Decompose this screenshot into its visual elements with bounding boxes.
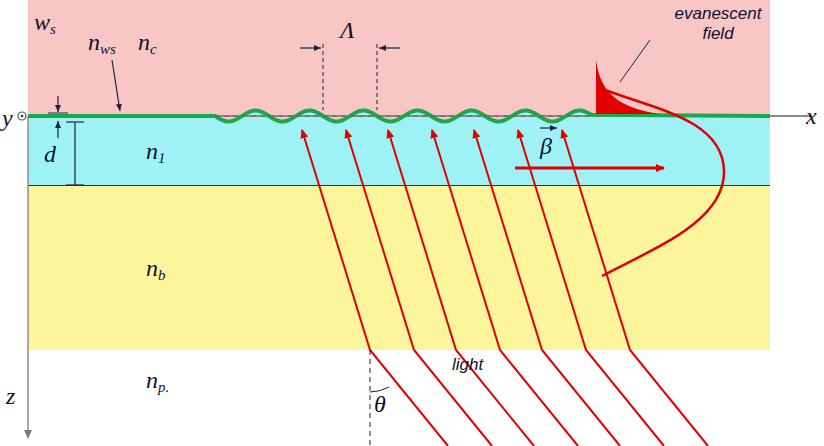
period-label: Λ: [340, 18, 355, 42]
refractive-index-label: nb: [146, 256, 165, 283]
evanescent-label: evanescent field: [672, 4, 764, 43]
cover-layer: nc: [28, 0, 770, 116]
angle-label: θ: [374, 392, 386, 416]
light-ray: [474, 130, 620, 446]
refractive-index-label: np.: [146, 368, 169, 395]
film-index-label: nws: [88, 30, 116, 57]
propagation-arrow: [515, 167, 664, 170]
thickness-label: d: [44, 142, 56, 166]
evanescent-leader: [620, 40, 650, 82]
ws-arrow: [57, 121, 58, 138]
light-ray: [518, 130, 664, 446]
light-ray: [346, 130, 492, 446]
mode-profile: [600, 88, 724, 276]
substrate-layer: nb: [28, 185, 770, 350]
axis-label: z: [6, 384, 15, 408]
period-marker: [323, 44, 324, 110]
normal-line: [370, 350, 371, 446]
light-rays: [302, 130, 708, 446]
y-axis-symbol: [18, 112, 26, 120]
refractive-index-label: n1: [146, 139, 165, 166]
nws-leader: [112, 60, 120, 111]
vector-arrow: [540, 127, 557, 128]
z-axis: [27, 116, 29, 438]
axis-label: y: [2, 106, 13, 130]
light-label: light: [452, 356, 483, 373]
grating-film: [28, 111, 770, 122]
d-tick: [66, 121, 84, 122]
period-arrow: [379, 47, 400, 48]
light-ray: [388, 130, 534, 446]
light-ray: [562, 130, 708, 446]
period-marker: [377, 44, 378, 110]
light-ray: [432, 130, 578, 446]
reference-line: [215, 116, 592, 117]
ws-arrow: [57, 96, 58, 112]
period-arrow: [300, 47, 321, 48]
ws-tick: [48, 113, 68, 114]
refractive-index-label: nc: [138, 30, 157, 57]
d-tick: [66, 184, 84, 185]
d-dimension: [74, 122, 75, 185]
y-axis-dot: [21, 115, 24, 118]
axis-label: x: [806, 104, 817, 128]
bottom-medium: np.: [28, 350, 770, 446]
light-ray: [302, 130, 448, 446]
thickness-label: ws: [34, 10, 56, 37]
propagation-constant-label: β: [540, 134, 552, 158]
